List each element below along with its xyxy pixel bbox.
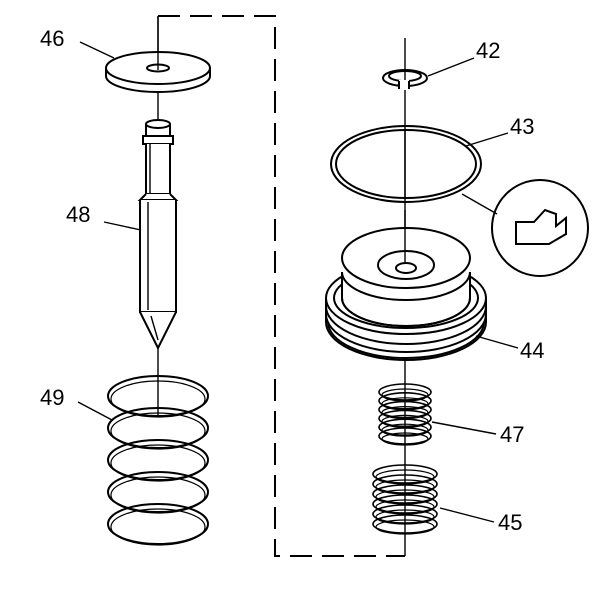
spring-coil-inner	[375, 519, 435, 535]
spring-coil	[107, 503, 209, 545]
part-46-washer	[105, 16, 211, 93]
dashed-assembly-connector	[158, 15, 405, 557]
part-43-o-ring	[330, 125, 482, 203]
spring-coil-inner	[381, 432, 429, 446]
spring-coil-inner	[375, 509, 435, 525]
leader-44	[475, 335, 519, 349]
part-47-spring	[378, 383, 432, 446]
part-42-snap-ring	[382, 69, 428, 90]
spring-coil-inner	[110, 508, 206, 546]
leader-48	[103, 221, 142, 231]
spring-coil-inner	[375, 469, 435, 485]
spring-coil	[378, 383, 432, 401]
part-45-spring	[372, 464, 438, 535]
spring-coil	[372, 514, 438, 534]
spring-coil-inner	[110, 476, 206, 514]
spring-coil	[378, 400, 432, 419]
part-49-spring	[107, 375, 209, 546]
spring-coil	[378, 391, 432, 410]
spring-coil-inner	[375, 499, 435, 515]
spring-coil	[107, 471, 209, 513]
spring-coil-inner	[375, 489, 435, 505]
spring-coil	[107, 375, 209, 417]
spring-coil	[372, 474, 438, 494]
leader-42	[427, 57, 475, 77]
spring-coil	[372, 504, 438, 524]
o-ring-profile-detail	[491, 179, 589, 277]
spring-coil-inner	[375, 479, 435, 495]
leader-45	[439, 507, 495, 523]
spring-coil-inner	[110, 380, 206, 418]
spring-coil	[378, 418, 432, 437]
callout-42: 42	[476, 38, 500, 63]
callout-45: 45	[498, 510, 522, 535]
spring-coil-inner	[110, 444, 206, 482]
spring-coil	[378, 409, 432, 428]
part-48-pin	[137, 119, 179, 351]
callout-48: 48	[66, 202, 90, 227]
spring-coil	[378, 427, 432, 445]
leader-47	[431, 421, 497, 435]
callout-46: 46	[40, 26, 64, 51]
leader-43	[465, 132, 509, 147]
callout-49: 49	[40, 385, 64, 410]
callout-44: 44	[520, 338, 544, 363]
spring-coil	[107, 407, 209, 449]
part-44-piston	[325, 210, 487, 361]
spring-coil	[372, 464, 438, 484]
spring-coil	[372, 494, 438, 514]
spring-coil	[107, 439, 209, 481]
leader-46	[79, 41, 115, 59]
leader-43-detail	[461, 193, 498, 215]
spring-coil-inner	[381, 423, 429, 437]
leader-49	[77, 401, 113, 421]
callout-47: 47	[500, 422, 524, 447]
spring-coil-inner	[110, 412, 206, 450]
spring-coil	[372, 484, 438, 504]
callout-43: 43	[510, 114, 534, 139]
